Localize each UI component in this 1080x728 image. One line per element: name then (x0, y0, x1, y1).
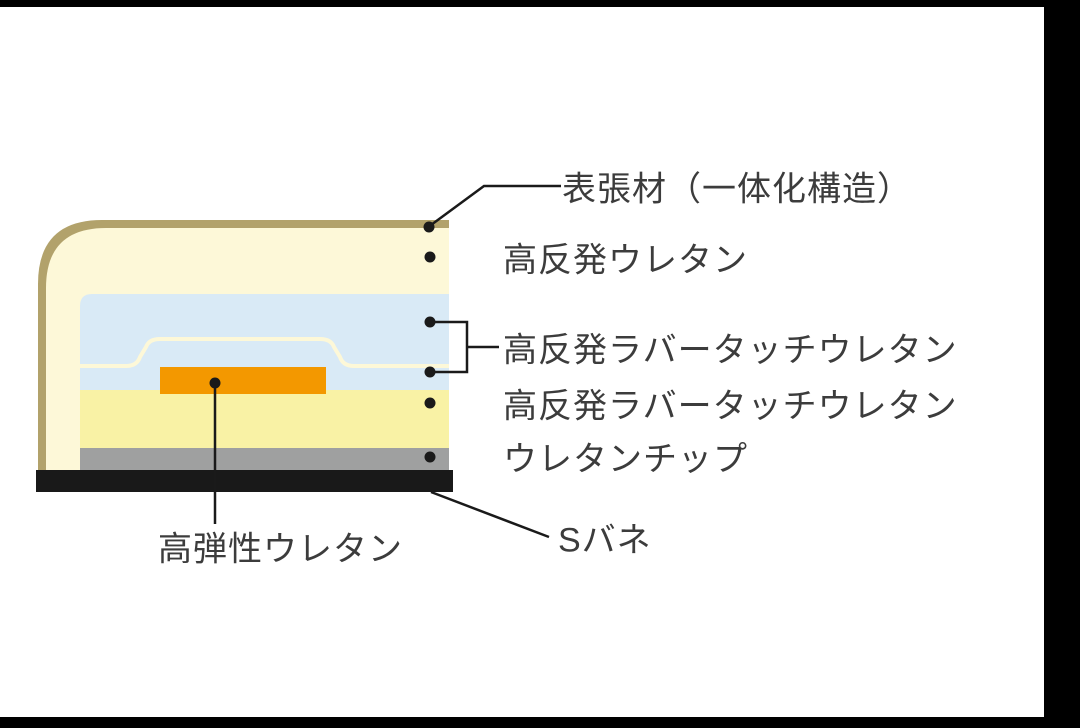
rubber-touch-urethane-lower-layer (80, 390, 449, 448)
s-spring-base (36, 470, 453, 492)
letterbox-bottom-bar (0, 717, 1080, 728)
leader-line-cover (430, 184, 561, 227)
letterbox-right-bar (1044, 0, 1080, 728)
high-elasticity-urethane-core (160, 367, 326, 394)
leader-line-s-spring (430, 490, 550, 539)
label-cover-material: 表張材（一体化構造） (562, 170, 912, 209)
marker-dot-rubber-touch-b (424, 366, 436, 378)
letterbox-top-bar (0, 0, 1080, 7)
marker-dot-rubber-touch-a (424, 316, 436, 328)
label-rubber-touch-urethane-lower: 高反発ラバータッチウレタン (503, 387, 958, 426)
rubber-touch-sublayer-contour (80, 337, 449, 368)
label-high-elasticity-urethane: 高弾性ウレタン (158, 530, 403, 569)
label-rubber-touch-urethane-upper: 高反発ラバータッチウレタン (503, 331, 958, 370)
marker-dot-cover (423, 221, 435, 233)
marker-dot-urethane-chip (424, 451, 436, 463)
urethane-chip-layer (80, 448, 449, 472)
label-s-spring: Sバネ (558, 521, 652, 560)
label-high-resilience-urethane: 高反発ウレタン (503, 241, 748, 280)
marker-dot-rubber-touch-lower (424, 397, 436, 409)
leader-bracket-rubber-touch (433, 320, 499, 374)
label-urethane-chip: ウレタンチップ (503, 440, 748, 479)
marker-dot-top-urethane (424, 251, 436, 263)
